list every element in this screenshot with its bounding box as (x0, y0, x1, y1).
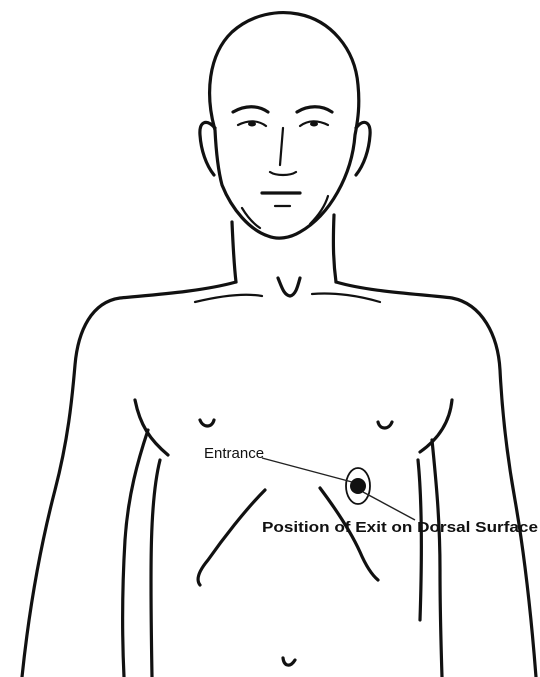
left-nipple (200, 420, 214, 426)
right-arm-inner-2 (418, 460, 421, 620)
head (200, 13, 370, 238)
wound-marks (346, 468, 370, 504)
nose (270, 128, 296, 175)
right-pupil (310, 122, 318, 127)
right-eyebrow (297, 107, 332, 112)
navel (283, 658, 295, 665)
left-ear (200, 122, 215, 175)
right-collarbone (312, 293, 380, 302)
neck (232, 196, 336, 296)
left-arm-inner-2 (151, 460, 160, 677)
chest (123, 400, 452, 677)
neck-left (232, 222, 236, 282)
throat-notch (278, 278, 300, 296)
left-collarbone (195, 295, 262, 302)
left-eyebrow (233, 107, 268, 112)
left-shoulder (22, 282, 236, 677)
left-arm-inner (123, 430, 148, 677)
torso (22, 282, 536, 677)
exit-label: Position of Exit on Dorsal Surface (262, 519, 538, 536)
left-pectoral-line (135, 400, 168, 455)
left-pupil (248, 122, 256, 127)
right-ear (356, 122, 370, 175)
right-arm-inner (432, 440, 442, 677)
left-rib-arch (198, 490, 265, 585)
neck-right (333, 215, 336, 282)
right-pectoral-line (420, 400, 452, 452)
entrance-label: Entrance (204, 445, 264, 462)
entrance-leader (262, 458, 352, 482)
right-nipple (378, 422, 392, 428)
head-outline (210, 13, 359, 238)
exit-leader (363, 492, 415, 520)
